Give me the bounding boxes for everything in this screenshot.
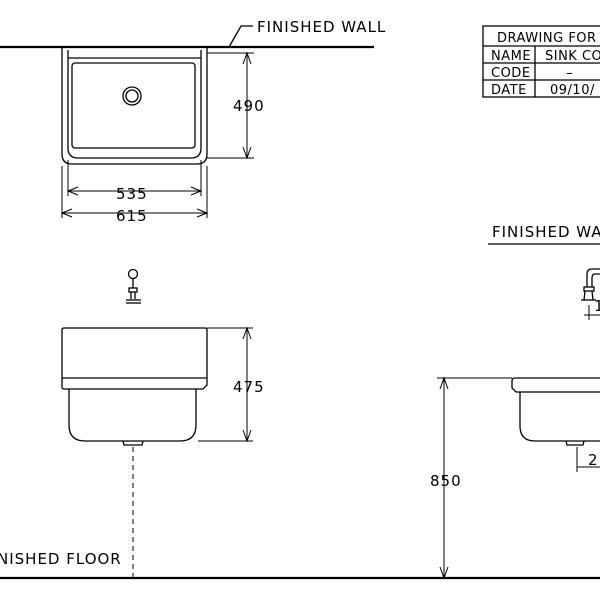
height-dimension: 475 bbox=[233, 378, 265, 396]
sink-side-bowl bbox=[519, 392, 600, 442]
title-block-header: DRAWING FOR bbox=[497, 31, 597, 46]
title-block-name-label: NAME bbox=[491, 49, 531, 64]
sink-front-bowl bbox=[68, 389, 197, 442]
title-block-code-label: CODE bbox=[491, 66, 531, 81]
depth-dimension: 490 bbox=[233, 97, 265, 115]
side-bottom-dimension: 2 bbox=[588, 451, 599, 469]
sink-front-drain bbox=[122, 440, 144, 446]
sink-side-outline bbox=[511, 377, 600, 393]
title-block-code-value: – bbox=[566, 66, 573, 81]
finished-wall-label: FINISHED WALL bbox=[257, 18, 386, 36]
finished-wall-leader bbox=[228, 25, 253, 48]
finished-floor-label: NISHED FLOOR bbox=[0, 550, 122, 568]
drain-outer bbox=[122, 86, 142, 106]
floor-height-dimension: 850 bbox=[430, 472, 462, 490]
finished-wall-side-label: FINISHED WAL bbox=[492, 223, 600, 241]
side-tap: 1 bbox=[581, 268, 600, 320]
sink-plan-bowl bbox=[71, 62, 196, 149]
tap bbox=[126, 268, 141, 304]
title-block-name-value: SINK CO bbox=[545, 49, 600, 64]
outer-width-dimension: 615 bbox=[116, 207, 148, 225]
title-block: DRAWING FOR NAME SINK CO CODE – DATE 09/… bbox=[482, 25, 600, 98]
drain-inner bbox=[125, 89, 139, 103]
title-block-date-label: DATE bbox=[491, 83, 527, 98]
inner-width-dimension: 535 bbox=[116, 185, 148, 203]
side-view: FINISHED WAL 1 2 850 bbox=[430, 223, 600, 580]
sink-plan-outline bbox=[61, 47, 208, 165]
front-view: 475 NISHED FLOOR bbox=[0, 268, 600, 580]
side-tap-dimension: 1 bbox=[594, 297, 600, 315]
sink-plan-rim bbox=[67, 50, 202, 159]
top-view: FINISHED WALL 490 535 615 bbox=[0, 18, 386, 225]
sink-front-outline bbox=[61, 327, 208, 390]
title-block-date-value: 09/10/ bbox=[550, 83, 595, 98]
